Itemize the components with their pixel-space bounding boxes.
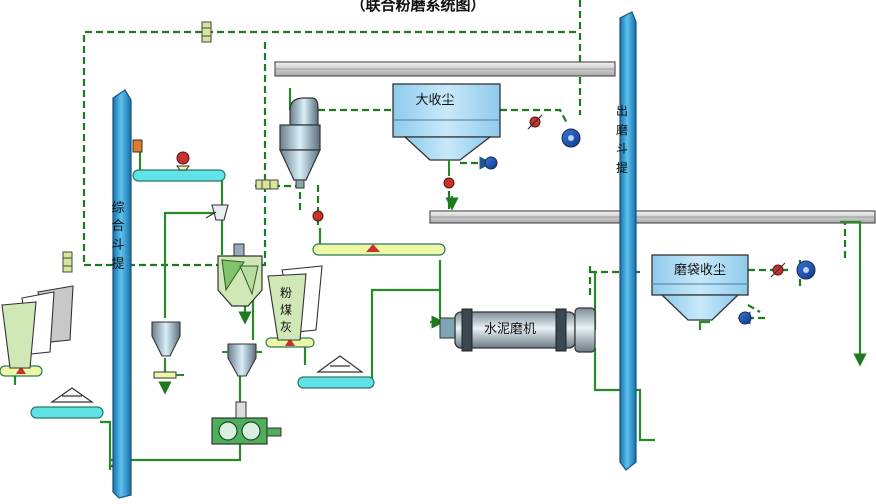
combined-elevator-char-2: 合 [111, 219, 124, 234]
feed-belt-marker-icon [366, 244, 380, 252]
mill-exit-bucket-elevator: 出 磨 斗 提 [616, 11, 637, 471]
red-valves [176, 114, 786, 278]
bag-dust-collector-label: 磨袋收尘 [674, 263, 726, 278]
cyclone-valve-icon [312, 210, 324, 222]
v-separator [217, 243, 263, 307]
mill-exit-elevator-char-4: 提 [616, 160, 628, 175]
splitter-valve [205, 204, 229, 221]
bottom-left-belt-conveyor [30, 406, 104, 419]
roller-press [211, 401, 282, 445]
cement-mill: 水泥磨机 [439, 307, 596, 353]
coal-ash-bins: 粉 煤 灰 [267, 265, 323, 341]
combined-elevator-char-4: 提 [111, 256, 124, 272]
mill-exit-elevator-char-3: 斗 [616, 142, 628, 156]
fans [484, 128, 816, 325]
coal-ash-char-3: 灰 [280, 320, 292, 334]
combined-elevator-char-3: 斗 [111, 238, 124, 253]
material-pipes [13, 88, 862, 470]
mill-exit-elevator-char-1: 出 [616, 104, 628, 118]
conveyors [0, 169, 446, 419]
combined-bucket-elevator: 综 合 斗 提 [111, 89, 132, 499]
middle-air-slide [429, 210, 876, 224]
small-fan-icon [484, 156, 498, 170]
left-storage-bins [1, 285, 74, 369]
top-left-belt-conveyor [132, 169, 226, 182]
coal-ash-char-2: 煤 [280, 303, 292, 317]
left-feeder-marker-icon [16, 366, 26, 374]
bottom-mid-belt-conveyor [297, 376, 375, 389]
combined-elevator-char-1: 综 [111, 201, 124, 216]
mid-belt-scale-icon [316, 355, 364, 373]
cement-mill-label: 水泥磨机 [484, 322, 536, 337]
coal-ash-char-1: 粉 [280, 286, 292, 300]
mill-feed-belt-conveyor [312, 243, 446, 256]
top-feeder-valve-icon [176, 151, 190, 165]
big-dust-collector: 大收尘 [392, 83, 501, 176]
small-fan-icon-2 [738, 311, 752, 325]
mill-exit-elevator-char-2: 磨 [616, 123, 628, 137]
collector-valve-icon [443, 177, 455, 189]
big-dust-collector-label: 大收尘 [415, 93, 454, 108]
dosing-box [132, 139, 143, 153]
upper-air-slide [274, 61, 616, 77]
small-hoppers [151, 321, 262, 379]
left-belt-scale-icon [50, 387, 94, 403]
dashed-line-valves [62, 21, 279, 273]
diagram-title: （联合粉磨系统图） [350, 0, 485, 14]
belt-scales [50, 355, 364, 403]
cyclone-separator [279, 97, 321, 189]
ash-feeder-marker-icon [285, 338, 295, 346]
bag-dust-collector: 磨袋收尘 [651, 254, 749, 321]
